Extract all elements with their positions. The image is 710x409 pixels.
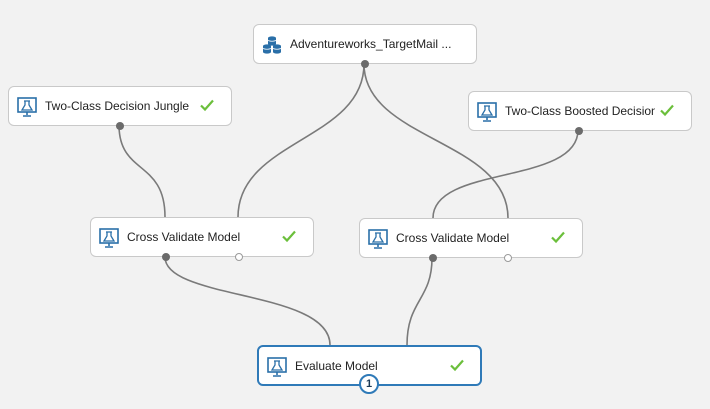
model-icon: [99, 228, 119, 248]
boosted-output-port[interactable]: [575, 127, 583, 135]
cross-validate-2-output-port-right[interactable]: [504, 254, 512, 262]
check-icon: [282, 230, 296, 243]
check-icon: [450, 359, 464, 372]
edge-boosted-to-cv2[interactable]: [432, 129, 579, 219]
model-icon: [368, 229, 388, 249]
cross-validate-node-1[interactable]: Cross Validate Model: [90, 217, 314, 261]
check-icon: [551, 231, 565, 244]
evaluate-model-label: Evaluate Model: [295, 359, 378, 373]
model-icon: [477, 102, 497, 122]
dataset-node-label: Adventureworks_TargetMail ...: [290, 37, 452, 51]
edge-cv1-to-evaluate[interactable]: [164, 256, 331, 346]
jungle-output-port[interactable]: [116, 122, 124, 130]
boosted-node[interactable]: Two-Class Boosted Decision...: [468, 91, 692, 135]
dataset-output-port[interactable]: [361, 60, 369, 68]
model-icon: [17, 97, 37, 117]
jungle-node-label: Two-Class Decision Jungle: [45, 99, 190, 113]
cross-validate-2-output-port-left[interactable]: [429, 254, 437, 262]
check-icon: [200, 99, 214, 112]
cross-validate-1-output-port-right[interactable]: [235, 253, 243, 261]
evaluate-output-badge[interactable]: 1: [359, 374, 379, 394]
cross-validate-node-2[interactable]: Cross Validate Model: [359, 218, 583, 262]
check-icon: [660, 104, 674, 117]
cross-validate-node-1-label: Cross Validate Model: [127, 230, 241, 244]
cross-validate-node-2-label: Cross Validate Model: [396, 231, 510, 245]
model-icon: [267, 357, 287, 377]
cross-validate-1-output-port-left[interactable]: [162, 253, 170, 261]
boosted-node-label: Two-Class Boosted Decision...: [505, 104, 655, 118]
edge-cv2-to-evaluate[interactable]: [406, 257, 433, 346]
dataset-node-adventureworks[interactable]: Adventureworks_TargetMail ...: [253, 24, 477, 68]
edge-dataset-to-cv2[interactable]: [363, 63, 509, 219]
edge-jungle-to-cv1[interactable]: [118, 124, 166, 218]
edge-dataset-to-cv1[interactable]: [237, 63, 365, 218]
dataset-icon: [262, 36, 282, 54]
jungle-node[interactable]: Two-Class Decision Jungle: [8, 86, 232, 130]
